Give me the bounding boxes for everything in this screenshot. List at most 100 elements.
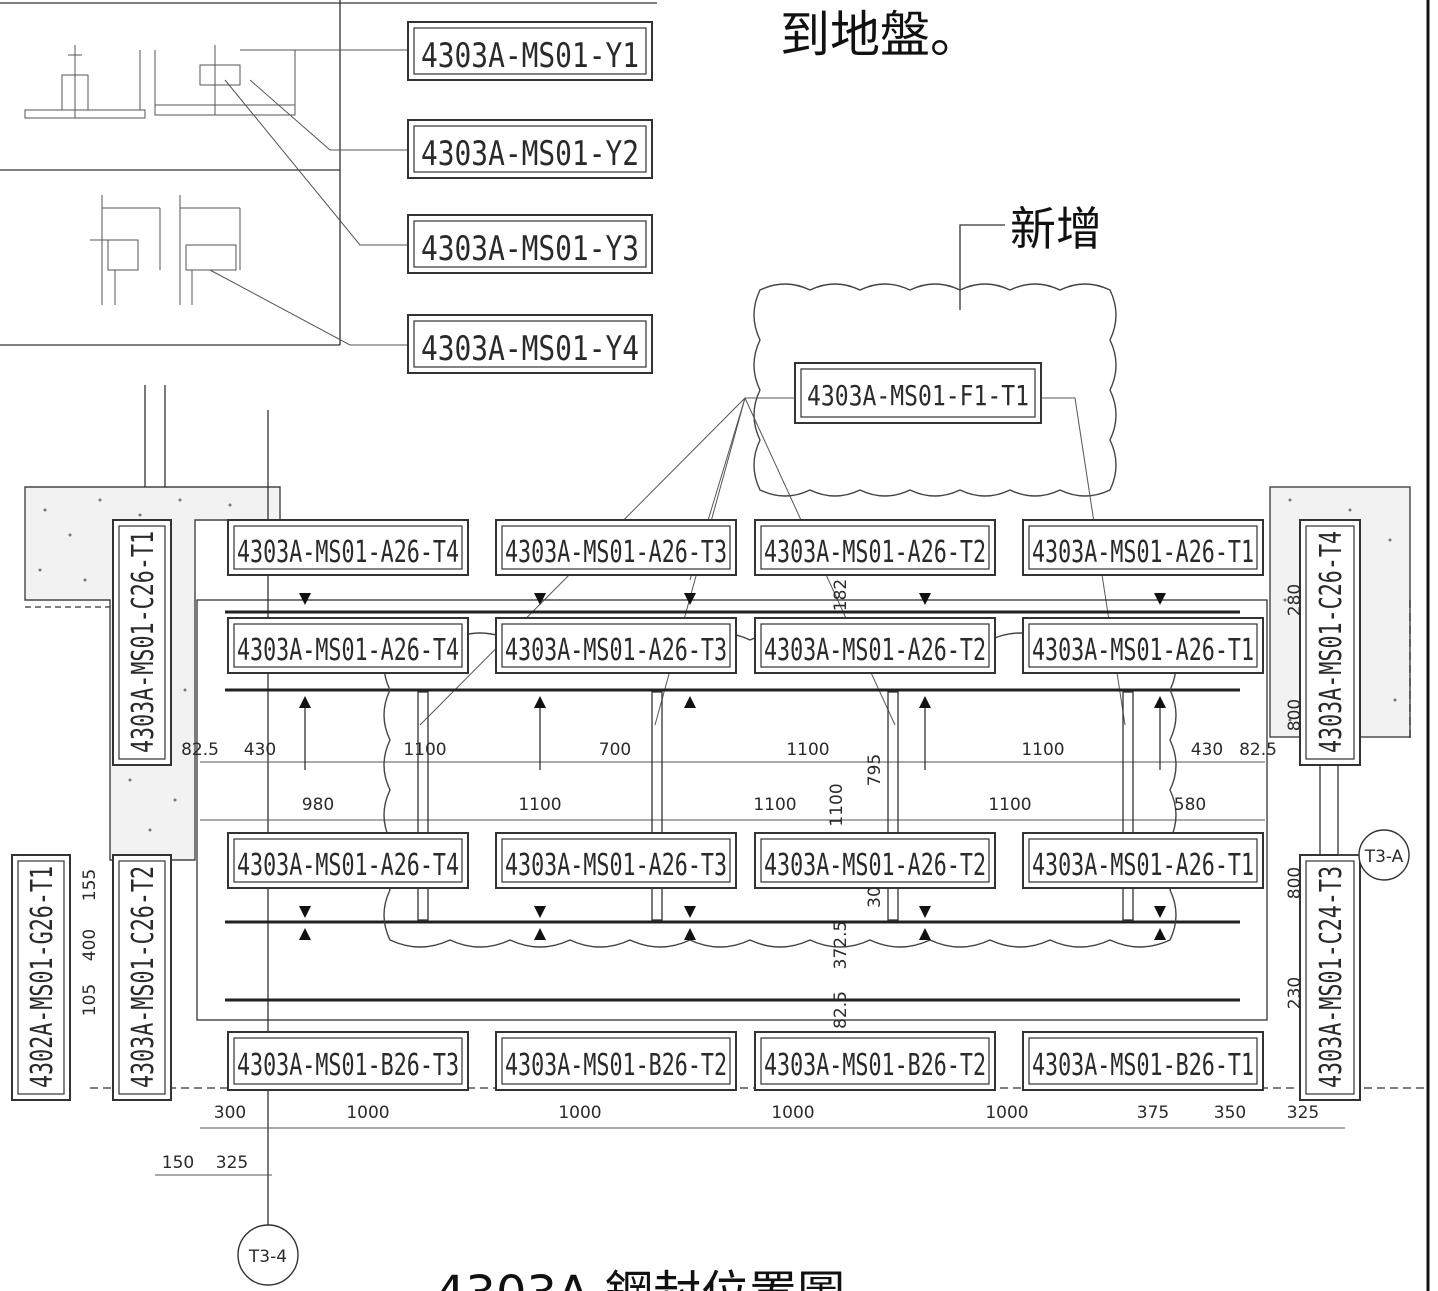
dims-row2: 980 1100 1100 1100 580 <box>302 795 1206 815</box>
dim-r1-0: 82.5 <box>181 740 219 760</box>
left-vertical-tag-3-label: 4302A-MS01-G26-T1 <box>25 866 60 1088</box>
concrete-hatch <box>38 498 1397 832</box>
dims-bottom: 300 1000 1000 1000 1000 375 350 325 150 … <box>155 1103 1319 1176</box>
top-row-tag-3-label: 4303A-MS01-A26-T2 <box>764 535 986 570</box>
revision-cloud-top <box>753 283 1117 497</box>
low-row-tag-2[interactable]: 4303A-MS01-A26-T3 <box>495 832 737 889</box>
grid-bubble-t3-4[interactable]: T3-4 <box>237 1224 299 1286</box>
grid-bubble-t3-a-label: T3-A <box>1364 847 1404 867</box>
top-row-tag-4[interactable]: 4303A-MS01-A26-T1 <box>1022 519 1264 576</box>
detail-panel <box>0 0 657 346</box>
detail-tag-y3[interactable]: 4303A-MS01-Y3 <box>407 214 653 274</box>
dim-r1-6: 430 <box>1191 740 1223 760</box>
left-vertical-tag-2-label: 4303A-MS01-C26-T2 <box>126 866 161 1088</box>
dim-r1-7: 82.5 <box>1239 740 1277 760</box>
bottom-row-tag-3[interactable]: 4303A-MS01-B26-T2 <box>754 1031 996 1091</box>
dim-r1-2: 1100 <box>403 740 446 760</box>
dim-b-1: 1000 <box>346 1103 389 1123</box>
dim-r1-5: 1100 <box>1021 740 1064 760</box>
low-row-tag-3[interactable]: 4303A-MS01-A26-T2 <box>754 832 996 889</box>
bottom-row-tag-4[interactable]: 4303A-MS01-B26-T1 <box>1022 1031 1264 1091</box>
dim-b-0: 300 <box>214 1103 246 1123</box>
left-vertical-tag-1-label: 4303A-MS01-C26-T1 <box>126 531 161 753</box>
rails <box>200 610 1345 1129</box>
vertical-posts <box>304 691 1161 921</box>
dim-vc-3: 30 <box>865 886 885 908</box>
detail-tag-y4[interactable]: 4303A-MS01-Y4 <box>407 314 653 374</box>
dim-l-1: 400 <box>80 929 100 961</box>
top-row-tag-3[interactable]: 4303A-MS01-A26-T2 <box>754 519 996 576</box>
triangle-markers <box>299 593 1166 940</box>
dims-vertical-center: 182 795 1100 30 372.5 82.5 <box>827 579 885 1029</box>
drawing-title: 4303A 鋼封位置圖 <box>435 1266 845 1291</box>
dims-left: 155 400 105 <box>80 869 100 1016</box>
dim-vc-2: 1100 <box>827 783 847 826</box>
right-vertical-tag-2-label: 4303A-MS01-C24-T3 <box>1314 866 1349 1088</box>
mid-row-tag-4[interactable]: 4303A-MS01-A26-T1 <box>1022 617 1264 674</box>
grid-bubble-t3-4-label: T3-4 <box>248 1247 287 1267</box>
dims-right: 280 800 800 230 <box>1285 584 1305 1009</box>
bottom-row-tag-2-label: 4303A-MS01-B26-T2 <box>505 1048 727 1083</box>
dim-b-2: 1000 <box>558 1103 601 1123</box>
dim-r2-1: 1100 <box>518 795 561 815</box>
dim-vc-1: 795 <box>865 754 885 786</box>
detail-tag-y2[interactable]: 4303A-MS01-Y2 <box>407 119 653 179</box>
low-row-tag-1-label: 4303A-MS01-A26-T4 <box>237 848 459 883</box>
dim-vc-5: 82.5 <box>831 991 851 1029</box>
right-vertical-tag-1-label: 4303A-MS01-C26-T4 <box>1314 531 1349 753</box>
low-row-tag-4[interactable]: 4303A-MS01-A26-T1 <box>1022 832 1264 889</box>
detail-tag-y1[interactable]: 4303A-MS01-Y1 <box>407 21 653 81</box>
low-row-tag-3-label: 4303A-MS01-A26-T2 <box>764 848 986 883</box>
bottom-row-tag-3-label: 4303A-MS01-B26-T2 <box>764 1048 986 1083</box>
dim-r-2: 800 <box>1285 867 1305 899</box>
left-vertical-tag-3[interactable]: 4302A-MS01-G26-T1 <box>11 854 71 1101</box>
bottom-row-tag-2[interactable]: 4303A-MS01-B26-T2 <box>495 1031 737 1091</box>
note-text: 到地盤。 <box>780 6 980 64</box>
left-vertical-tag-1[interactable]: 4303A-MS01-C26-T1 <box>112 519 172 766</box>
dim-r-1: 800 <box>1285 699 1305 731</box>
dim-b-7: 325 <box>1287 1103 1319 1123</box>
dims-row1: 82.5 430 1100 700 1100 1100 430 82.5 <box>181 740 1277 760</box>
top-row-tag-1[interactable]: 4303A-MS01-A26-T4 <box>227 519 469 576</box>
bottom-row-tag-4-label: 4303A-MS01-B26-T1 <box>1032 1048 1254 1083</box>
revision-cloud-center <box>383 632 1177 948</box>
new-tag[interactable]: 4303A-MS01-F1-T1 <box>794 362 1042 424</box>
bottom-row-tag-1-label: 4303A-MS01-B26-T3 <box>237 1048 459 1083</box>
right-vertical-tag-2[interactable]: 4303A-MS01-C24-T3 <box>1299 854 1361 1101</box>
dim-r1-1: 430 <box>244 740 276 760</box>
bottom-row-tag-1[interactable]: 4303A-MS01-B26-T3 <box>227 1031 469 1091</box>
mid-row-tag-3-label: 4303A-MS01-A26-T2 <box>764 633 986 668</box>
grid-bubble-t3-a[interactable]: T3-A <box>1338 829 1410 881</box>
mid-row-tag-2[interactable]: 4303A-MS01-A26-T3 <box>495 617 737 674</box>
dim-b-5: 375 <box>1137 1103 1169 1123</box>
top-row-tag-4-label: 4303A-MS01-A26-T1 <box>1032 535 1254 570</box>
mid-row-tag-3[interactable]: 4303A-MS01-A26-T2 <box>754 617 996 674</box>
new-label: 新增 <box>1010 202 1102 256</box>
dim-vc-4: 372.5 <box>831 921 851 970</box>
left-vertical-tag-2[interactable]: 4303A-MS01-C26-T2 <box>112 854 172 1101</box>
dim-vc-0: 182 <box>831 579 851 611</box>
right-vertical-tag-1[interactable]: 4303A-MS01-C26-T4 <box>1299 519 1361 766</box>
dim-b2-0: 150 <box>162 1153 194 1173</box>
top-row-tag-2[interactable]: 4303A-MS01-A26-T3 <box>495 519 737 576</box>
dim-r2-0: 980 <box>302 795 334 815</box>
new-leader <box>959 224 1005 310</box>
low-row-tag-1[interactable]: 4303A-MS01-A26-T4 <box>227 832 469 889</box>
dim-b-3: 1000 <box>771 1103 814 1123</box>
dim-r1-3: 700 <box>599 740 631 760</box>
low-row-tag-2-label: 4303A-MS01-A26-T3 <box>505 848 727 883</box>
dim-r1-4: 1100 <box>786 740 829 760</box>
detail-tag-y3-label: 4303A-MS01-Y3 <box>421 229 639 269</box>
dim-l-0: 155 <box>80 869 100 901</box>
mid-row-tag-4-label: 4303A-MS01-A26-T1 <box>1032 633 1254 668</box>
dim-r-3: 230 <box>1285 977 1305 1009</box>
mid-row-tag-1-label: 4303A-MS01-A26-T4 <box>237 633 459 668</box>
new-tag-label: 4303A-MS01-F1-T1 <box>807 379 1029 412</box>
mid-row-tag-1[interactable]: 4303A-MS01-A26-T4 <box>227 617 469 674</box>
dim-r2-3: 1100 <box>988 795 1031 815</box>
detail-tag-y4-label: 4303A-MS01-Y4 <box>421 329 639 369</box>
dim-b2-1: 325 <box>216 1153 248 1173</box>
dim-r2-4: 580 <box>1174 795 1206 815</box>
dim-b-4: 1000 <box>985 1103 1028 1123</box>
